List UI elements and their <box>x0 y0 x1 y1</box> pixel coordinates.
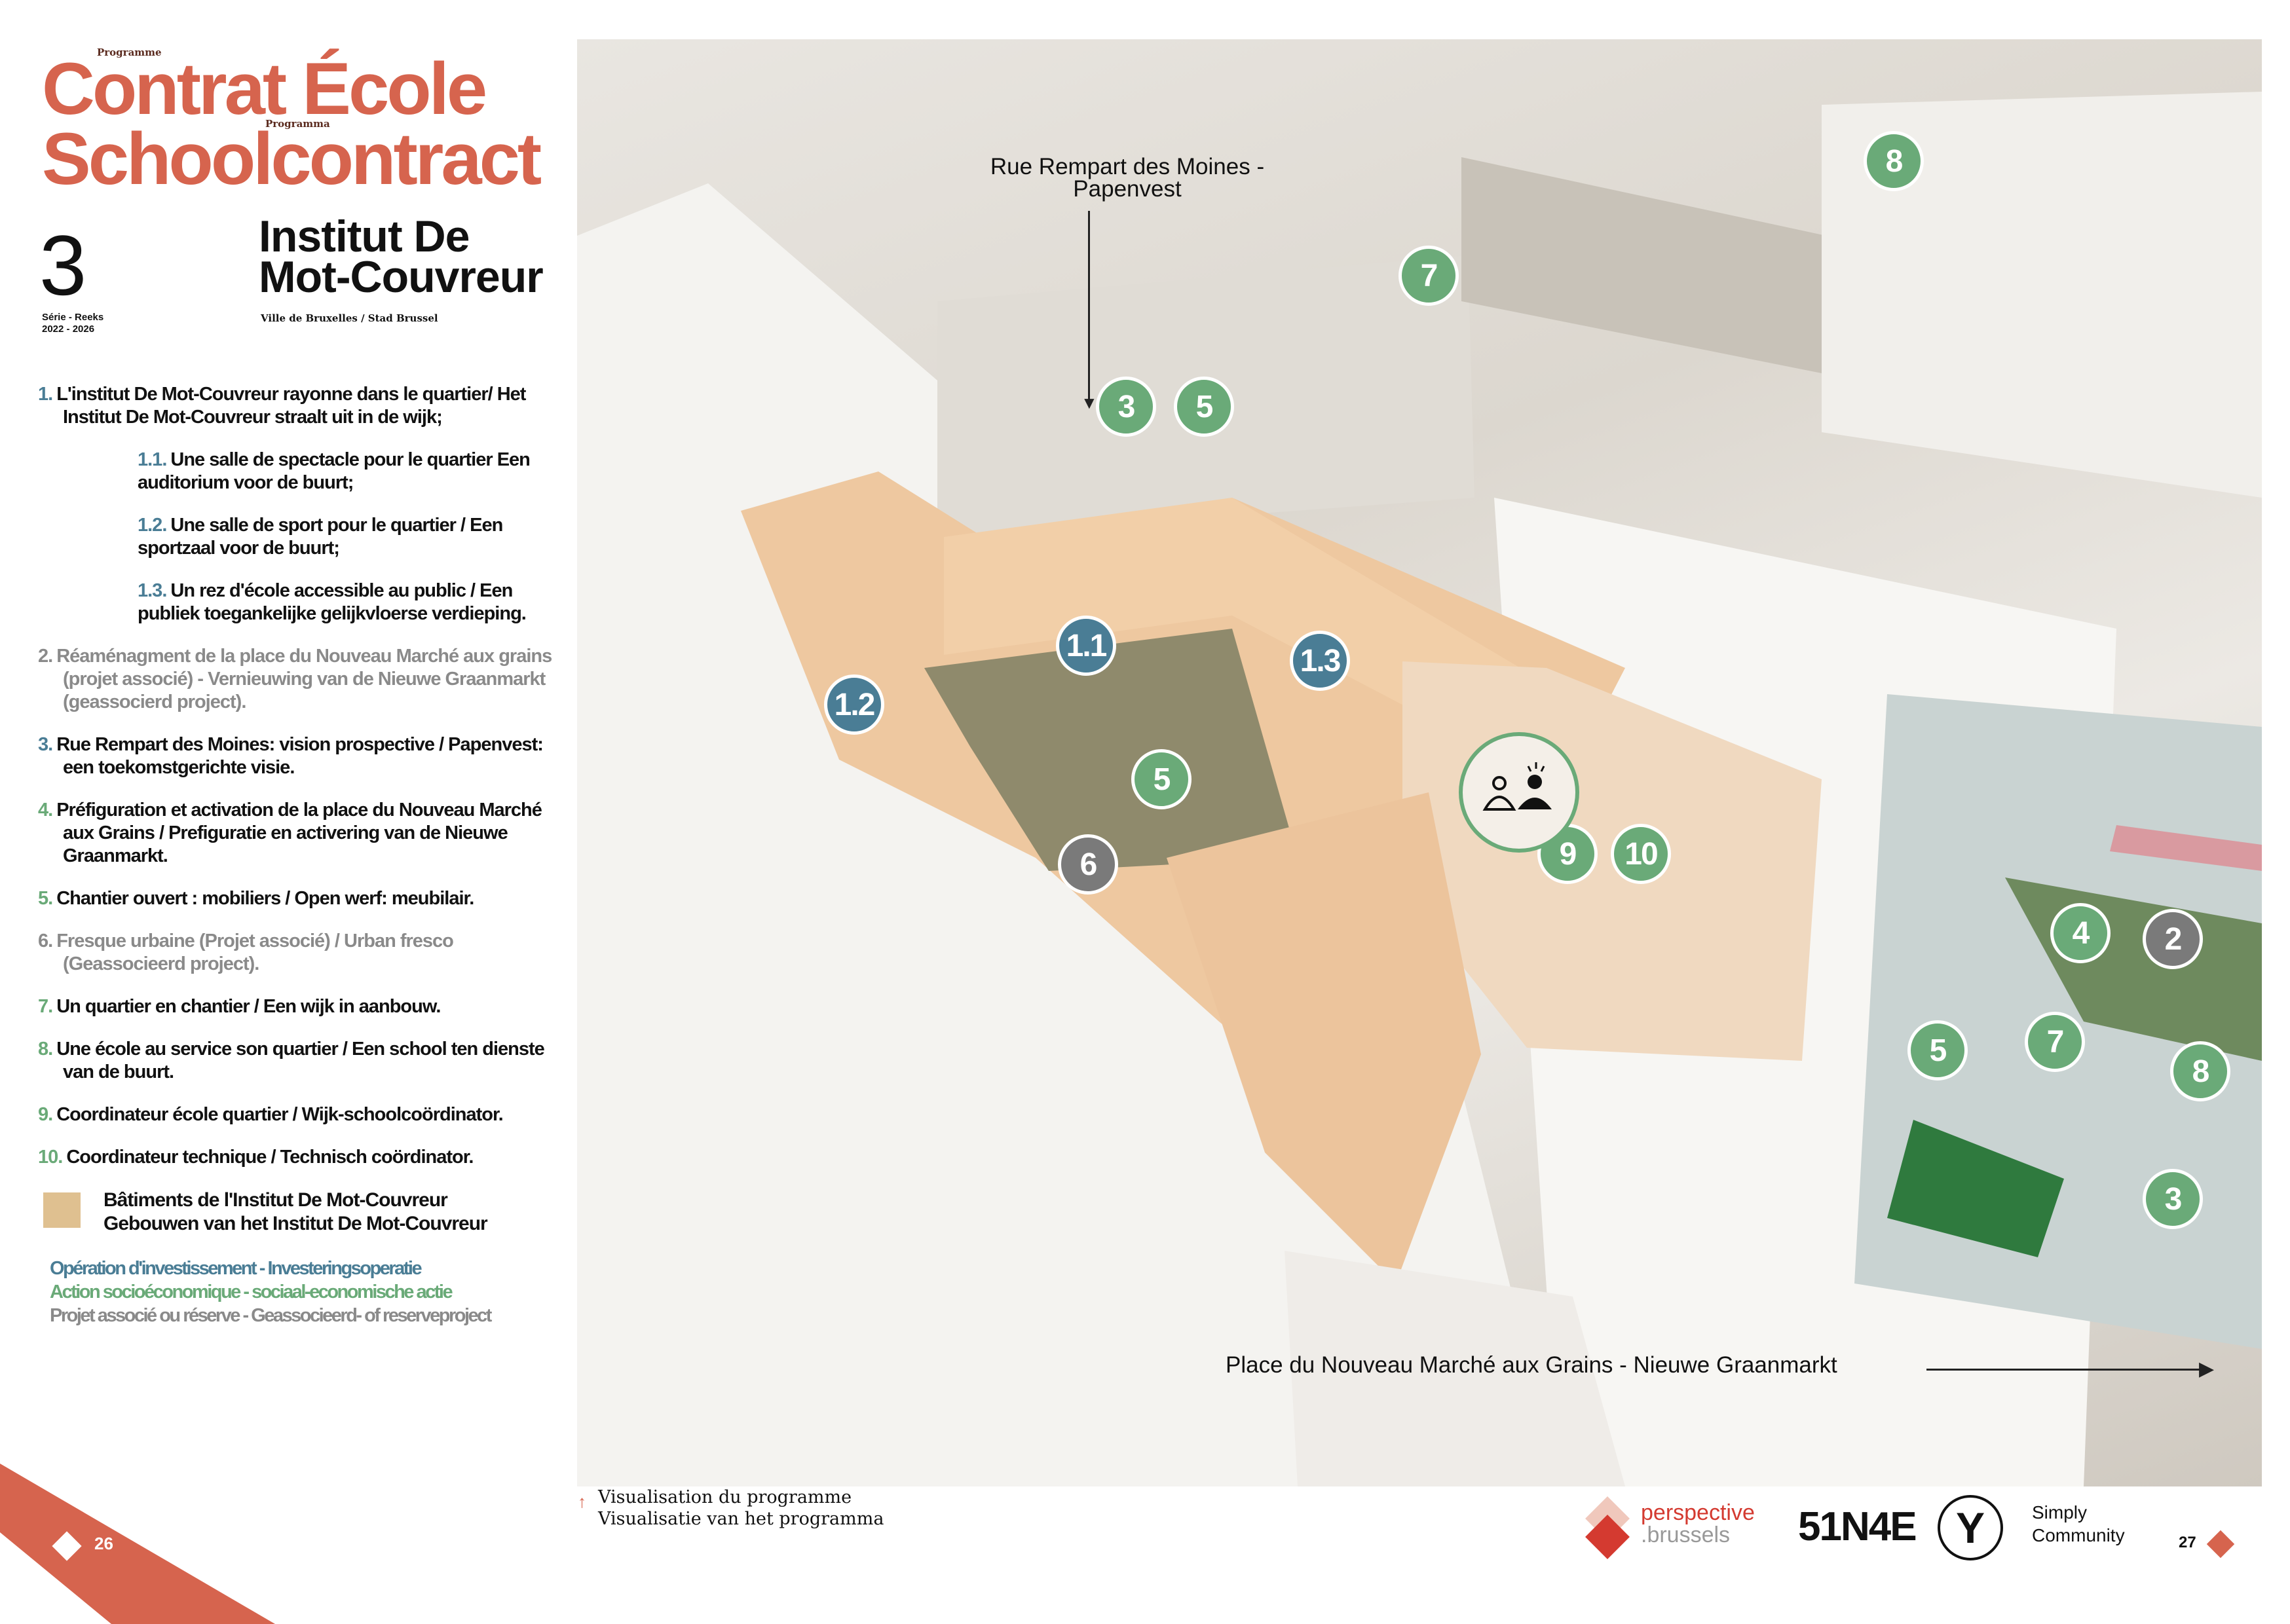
school-name-line2: Mot-Couvreur <box>259 252 544 302</box>
marker-1-3: 1.3 <box>1290 631 1350 691</box>
perspective-logo: perspective.brussels <box>1641 1502 1755 1546</box>
marker-8: 8 <box>1864 131 1924 191</box>
simply-community-logo-icon: Y <box>1938 1495 2003 1560</box>
marker-5: 5 <box>1907 1020 1968 1080</box>
marker-10: 10 <box>1611 824 1671 884</box>
legend-swatch <box>43 1192 81 1228</box>
list-item: 1.2.Une salle de sport pour le quartier … <box>138 515 503 559</box>
people-icon <box>1459 732 1579 853</box>
series-number: 3 <box>39 217 87 313</box>
community-text: Community <box>2032 1525 2125 1545</box>
perspective-logo-icon <box>1583 1496 1635 1559</box>
arrow-down-icon: ▼ <box>1081 393 1098 413</box>
category-socio: Action socioéconomique - sociaal-economi… <box>50 1282 453 1302</box>
list-item: 10.Coordinateur technique / Technisch co… <box>38 1147 474 1168</box>
list-item: 6.Fresque urbaine (Projet associé) / Urb… <box>38 931 454 974</box>
page-number-left: 26 <box>94 1534 113 1553</box>
list-item: 5.Chantier ouvert : mobiliers / Open wer… <box>38 888 474 909</box>
series-label: Série - Reeks <box>42 312 104 323</box>
school-city: Ville de Bruxelles / Stad Brussel <box>261 312 438 324</box>
marker-3: 3 <box>1096 377 1156 437</box>
list-item: 1.1.Une salle de spectacle pour le quart… <box>138 449 531 493</box>
street-label: Rue Rempart des Moines -Papenvest <box>892 154 1363 202</box>
model-photo: Rue Rempart des Moines -Papenvest ▼ Plac… <box>577 39 2262 1486</box>
marker-1-2: 1.2 <box>824 674 884 735</box>
marker-5: 5 <box>1131 749 1192 809</box>
marker-3: 3 <box>2143 1169 2203 1229</box>
marker-7: 7 <box>2025 1012 2085 1072</box>
perspective-text: perspective <box>1641 1500 1755 1525</box>
category-investment: Opération d'investissement - Investering… <box>50 1258 422 1279</box>
title-nl: Schoolcontract <box>42 118 542 200</box>
list-item: 2.Réaménagment de la place du Nouveau Ma… <box>38 646 552 712</box>
square-label: Place du Nouveau Marché aux Grains - Nie… <box>1226 1352 1837 1378</box>
programme-label-fr: Programme <box>97 46 162 58</box>
caption-line1: Visualisation du programme <box>598 1487 852 1507</box>
list-item: 3.Rue Rempart des Moines: vision prospec… <box>38 734 544 778</box>
marker-2: 2 <box>2143 909 2203 969</box>
marker-7: 7 <box>1398 246 1459 306</box>
simply-text: Simply <box>2032 1502 2088 1522</box>
marker-4: 4 <box>2050 903 2111 963</box>
page-diamond-right-icon <box>2206 1530 2235 1559</box>
list-item: 9.Coordinateur école quartier / Wijk-sch… <box>38 1104 504 1125</box>
square-arrow-line <box>1926 1369 2208 1371</box>
marker-1-1: 1.1 <box>1056 616 1116 676</box>
brussels-text: .brussels <box>1641 1522 1731 1547</box>
school-name-line1: Institut De <box>259 212 470 261</box>
programme-label-nl: Programma <box>265 118 330 130</box>
street-label-line2: Papenvest <box>1073 176 1182 202</box>
legend-line2: Gebouwen van het Institut De Mot-Couvreu… <box>103 1213 488 1234</box>
list-item: 1.3.Un rez d'école accessible au public … <box>138 580 527 624</box>
legend-line1: Bâtiments de l'Institut De Mot-Couvreur <box>103 1189 448 1211</box>
decorative-band <box>0 1464 275 1624</box>
marker-6: 6 <box>1058 834 1118 895</box>
list-item: 1.L'institut De Mot-Couvreur rayonne dan… <box>38 384 526 428</box>
caption-line2: Visualisatie van het programma <box>598 1509 884 1529</box>
arrow-right-icon: ▶ <box>2199 1358 2215 1380</box>
street-label-line1: Rue Rempart des Moines - <box>990 154 1265 179</box>
list-item: 7.Un quartier en chantier / Een wijk in … <box>38 996 441 1017</box>
title-fr: Contrat École <box>42 48 487 130</box>
51n4e-logo: 51N4E <box>1798 1504 1917 1549</box>
arrow-up-icon: ↑ <box>578 1492 586 1511</box>
list-item: 4.Préfiguration et activation de la plac… <box>38 800 542 866</box>
street-arrow-line <box>1088 211 1090 401</box>
programme-list: 1.L'institut De Mot-Couvreur rayonne dan… <box>38 383 570 1327</box>
series-years: 2022 - 2026 <box>42 323 95 335</box>
category-associated: Projet associé ou réserve - Geassocieerd… <box>50 1305 492 1326</box>
page-number-right: 27 <box>2179 1534 2196 1551</box>
marker-5: 5 <box>1174 377 1234 437</box>
marker-8: 8 <box>2170 1041 2230 1101</box>
list-item: 8.Une école au service son quartier / Ee… <box>38 1039 545 1082</box>
